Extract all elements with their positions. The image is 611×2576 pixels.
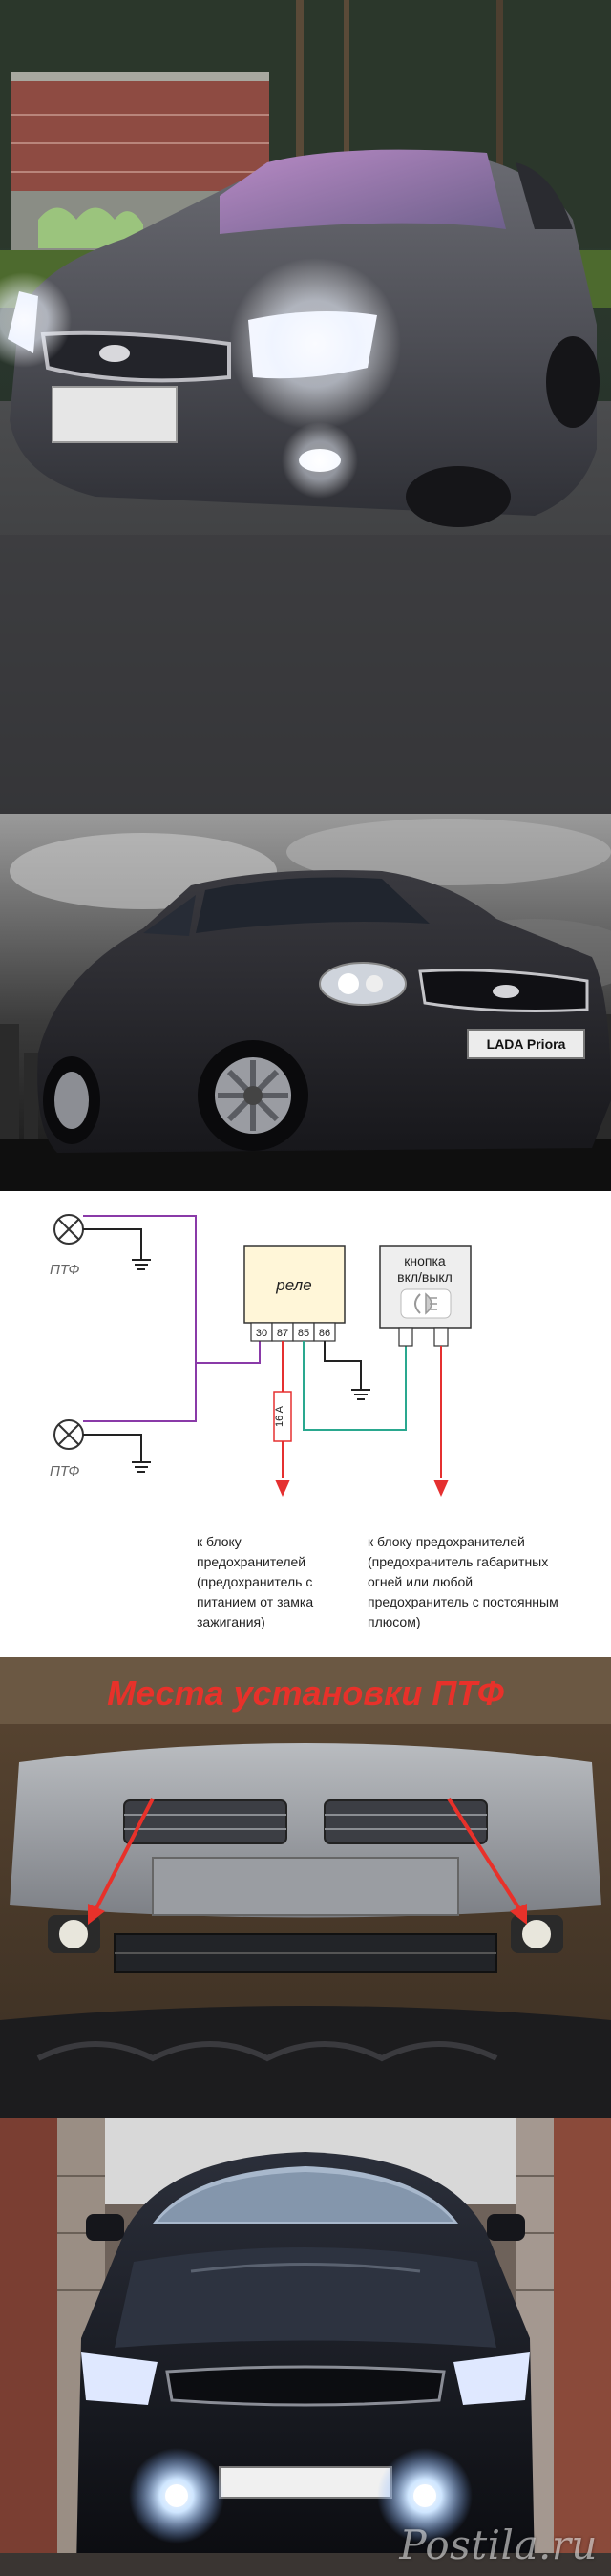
photo-bumper-install: Места установки ПТФ xyxy=(0,1657,611,2118)
note-line: (предохранитель с xyxy=(197,1574,313,1589)
arrows xyxy=(275,1480,449,1497)
switch-label-line2: вкл/выкл xyxy=(397,1269,453,1285)
switch-label-line1: кнопка xyxy=(404,1253,446,1268)
note-line: предохранитель с постоянным xyxy=(368,1594,558,1609)
relay-label: реле xyxy=(275,1276,311,1294)
note-line: плюсом) xyxy=(368,1614,421,1629)
note-line: зажигания) xyxy=(197,1614,265,1629)
fog-light-symbol-icon xyxy=(400,1288,452,1319)
fog-lamp-icon xyxy=(53,1419,84,1450)
relay-pin-86: 86 xyxy=(319,1328,330,1339)
lamp-power-wire xyxy=(83,1215,261,1422)
wiring-diagram-svg: ПТФ ПТФ реле 30 87 xyxy=(50,1214,472,1478)
note-line: к блоку предохранителей xyxy=(368,1534,525,1549)
photo-car-fog-lights-on-image xyxy=(0,2118,611,2576)
fog-lamp-left xyxy=(48,1915,100,1953)
note-line: к блоку xyxy=(197,1534,242,1549)
fog-lamp-label-bottom: ПТФ xyxy=(50,1463,80,1478)
note-line: предохранителей xyxy=(197,1554,306,1569)
photo-lada-priora: LADA Priora xyxy=(0,814,611,1191)
photo-car-fog-lights-on: Postila.ru xyxy=(0,2118,611,2576)
license-plate xyxy=(467,1029,585,1059)
photo-car-headlights-image xyxy=(0,0,611,814)
pointer-arrows xyxy=(88,1797,527,1925)
ground-wire xyxy=(83,1228,151,1473)
arrow-down-icon xyxy=(433,1480,449,1497)
relay-pins: 30 87 85 86 xyxy=(250,1322,336,1342)
relay-pin-85: 85 xyxy=(298,1328,309,1339)
relay-ground-wire xyxy=(324,1341,370,1400)
plate-text: LADA Priora xyxy=(487,1036,566,1052)
fog-lamp-label-top: ПТФ xyxy=(50,1262,80,1278)
fog-lamp-right xyxy=(511,1915,563,1953)
install-caption: Места установки ПТФ xyxy=(107,1673,504,1713)
relay-pin-30: 30 xyxy=(256,1328,267,1339)
relay-pin-87: 87 xyxy=(277,1328,288,1339)
fused-power-wire: 16 A xyxy=(273,1341,292,1478)
fuse-label: 16 A xyxy=(274,1405,285,1427)
note-line: (предохранитель габаритных xyxy=(368,1554,549,1569)
watermark-text: Postila.ru xyxy=(399,2522,598,2568)
photo-bumper-install-image: Места установки ПТФ xyxy=(0,1657,611,2118)
switch-wire xyxy=(303,1341,407,1431)
note-ignition-fuse: к блоку предохранителей (предохранитель … xyxy=(197,1532,378,1632)
fog-lamp-icon xyxy=(53,1214,84,1245)
wiring-diagram: ПТФ ПТФ реле 30 87 xyxy=(0,1191,611,1657)
arrow-down-icon xyxy=(275,1480,290,1497)
note-line: питанием от замка xyxy=(197,1594,314,1609)
note-constant-fuse: к блоку предохранителей (предохранитель … xyxy=(368,1532,606,1632)
note-line: огней или любой xyxy=(368,1574,474,1589)
photo-car-headlights xyxy=(0,0,611,814)
photo-lada-priora-image: LADA Priora xyxy=(0,814,611,1191)
